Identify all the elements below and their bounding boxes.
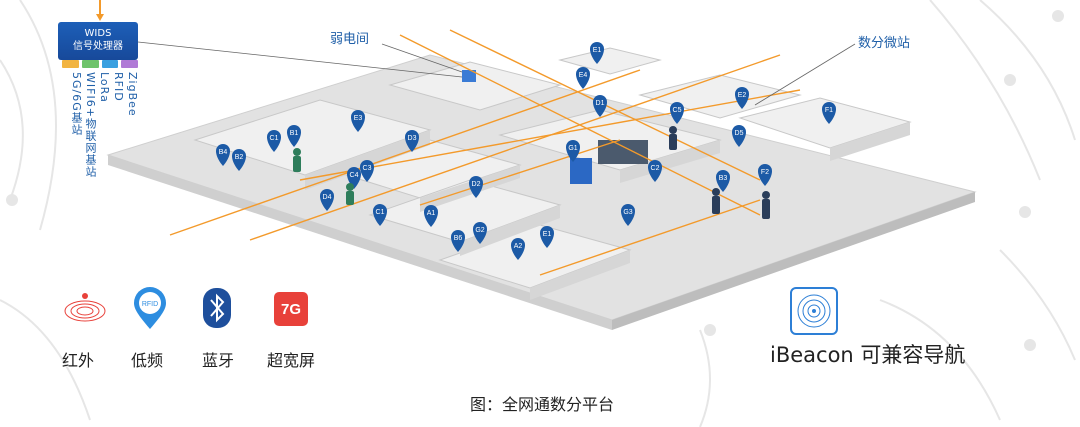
marker-pin-icon	[576, 67, 590, 89]
protocol-lora: LoRa	[98, 72, 111, 103]
marker-label: B4	[219, 149, 228, 156]
marker-label: E2	[738, 92, 747, 99]
protocol-5g6g: 5G/6G基站	[70, 72, 83, 136]
marker-pin-icon	[732, 125, 746, 147]
marker-pin-icon	[287, 125, 301, 147]
micro-station-label: 数分微站	[858, 36, 911, 51]
connector-rfid	[81, 60, 99, 68]
marker-label: C1	[270, 135, 279, 142]
marker-pin-icon	[822, 102, 836, 124]
connector-lora	[101, 60, 119, 68]
ibeacon-icon	[790, 287, 838, 335]
marker-pin-icon	[590, 42, 604, 64]
marker-pin-icon	[593, 95, 607, 117]
wids-subtitle: 信号处理器	[73, 41, 123, 52]
connector-wifi	[121, 60, 138, 68]
connector-zigbee	[62, 60, 79, 68]
protocol-wifi6: WIFI6+物联网基站	[84, 72, 97, 178]
legend-ultra-wide: 超宽屏	[267, 351, 316, 370]
bluetooth-icon	[203, 288, 231, 328]
rfid-icon: RFID	[134, 287, 166, 329]
marker-label: D2	[472, 181, 481, 188]
marker-pin-icon	[566, 140, 580, 162]
marker-label: D1	[596, 100, 605, 107]
weak-room-label: 弱电间	[330, 32, 370, 47]
marker-label: E1	[543, 231, 552, 238]
weak-room-leader-line	[381, 43, 463, 73]
marker-label: E4	[579, 72, 588, 79]
marker-pin-icon	[405, 130, 419, 152]
floor-slab-front	[612, 192, 975, 330]
marker-label: C2	[651, 165, 660, 172]
legend-infrared: 红外	[62, 351, 95, 370]
marker-label: F2	[761, 169, 769, 176]
wids-title: WIDS	[84, 28, 112, 39]
legend-low-frequency: 低频	[131, 351, 164, 370]
marker-pin-icon	[320, 189, 334, 211]
ibeacon-signal-icon	[797, 294, 831, 328]
wids-input-arrow-icon	[96, 0, 104, 21]
marker-label: B3	[719, 175, 728, 182]
marker-label: C4	[350, 172, 359, 179]
marker-label: C5	[673, 107, 682, 114]
marker-label: E1	[593, 47, 602, 54]
marker-label: D3	[408, 135, 417, 142]
marker-pin-icon	[360, 160, 374, 182]
marker-pin-icon	[511, 238, 525, 260]
protocol-zigbee: ZigBee	[126, 72, 139, 117]
marker-label: E3	[354, 115, 363, 122]
wids-connectors	[62, 60, 138, 68]
marker-label: A1	[427, 210, 436, 217]
marker-label: B1	[290, 130, 299, 137]
marker-pin-icon	[267, 130, 281, 152]
7g-icon: 7G	[274, 292, 308, 326]
display-screen	[570, 158, 592, 184]
marker-pin-icon	[424, 205, 438, 227]
svg-text:RFID: RFID	[142, 301, 158, 308]
figure-caption: 图：全网通数分平台	[470, 395, 615, 414]
control-panel	[598, 140, 648, 164]
marker-label: A2	[514, 243, 523, 250]
marker-pin-icon	[540, 226, 554, 248]
rooms	[193, 47, 912, 289]
people	[293, 126, 770, 219]
marker-pin-icon	[232, 149, 246, 171]
marker-label: F1	[825, 107, 833, 114]
marker-pin-icon	[473, 222, 487, 244]
marker-pin-icon	[451, 230, 465, 252]
marker-pin-icon	[648, 160, 662, 182]
location-markers: E1E4D1C5E2F1D5B1C1E3D3C3C4B4B2G1C2B3F2D4…	[216, 42, 836, 260]
marker-label: G3	[623, 209, 632, 216]
marker-pin-icon	[351, 110, 365, 132]
floor-slab-side	[108, 155, 612, 330]
marker-pin-icon	[758, 164, 772, 186]
marker-pin-icon	[735, 87, 749, 109]
marker-label: C1	[376, 209, 385, 216]
wids-leader-line	[137, 41, 463, 78]
marker-pin-icon	[216, 144, 230, 166]
micro-station-leader-line	[754, 43, 856, 106]
marker-pin-icon	[469, 176, 483, 198]
marker-label: G1	[568, 145, 577, 152]
marker-label: B2	[235, 154, 244, 161]
ibeacon-label: iBeacon 可兼容导航	[770, 343, 966, 367]
marker-pin-icon	[373, 204, 387, 226]
protocol-rfid: RFID	[112, 72, 125, 102]
marker-pin-icon	[621, 204, 635, 226]
marker-label: D4	[323, 194, 332, 201]
marker-label: B6	[454, 235, 463, 242]
marker-pin-icon	[670, 102, 684, 124]
marker-pin-icon	[716, 170, 730, 192]
infrared-icon	[64, 293, 106, 322]
wids-processor: WIDS 信号处理器	[58, 22, 138, 60]
marker-label: C3	[363, 165, 372, 172]
marker-label: G2	[475, 227, 484, 234]
legend-bluetooth: 蓝牙	[202, 351, 235, 370]
server-cabinet	[462, 70, 476, 82]
marker-label: D5	[735, 130, 744, 137]
